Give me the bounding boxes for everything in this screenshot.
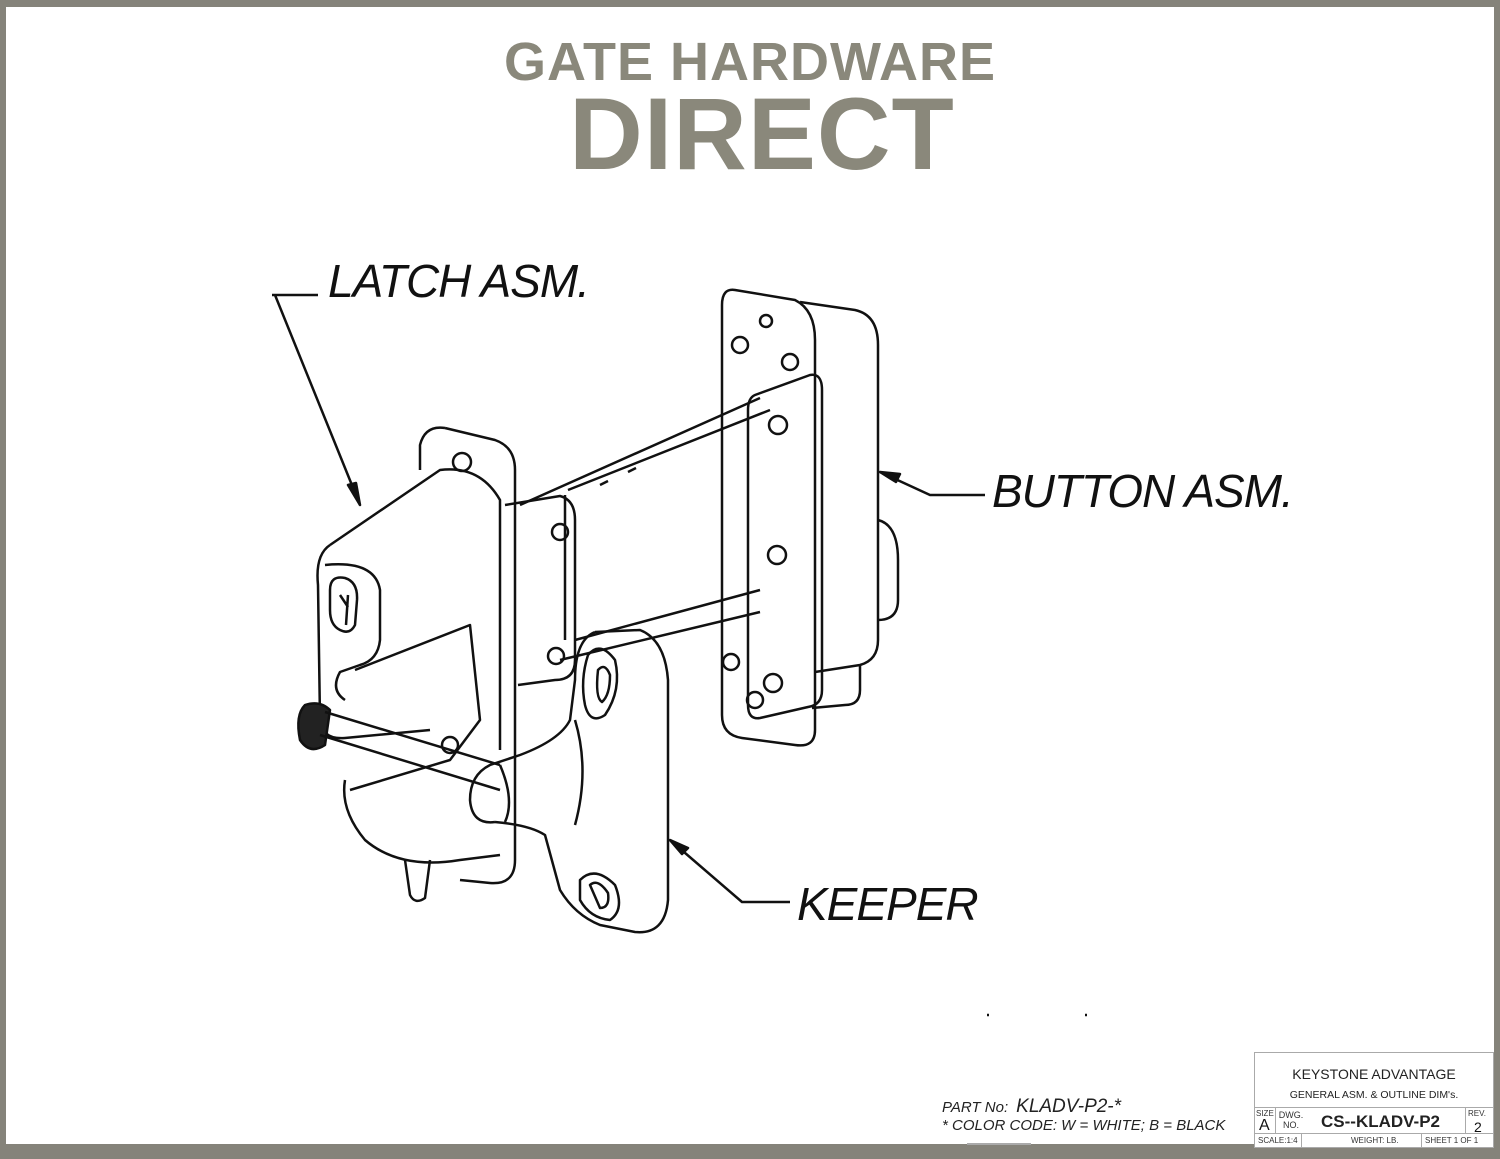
title-block: KEYSTONE ADVANTAGE GENERAL ASM. & OUTLIN… — [1254, 1052, 1494, 1148]
scale: SCALE:1:4 — [1258, 1136, 1298, 1145]
divider — [967, 1143, 1031, 1145]
color-code-note: * COLOR CODE: W = WHITE; B = BLACK — [942, 1117, 1226, 1134]
drawing-sheet — [6, 7, 1494, 1144]
callout-button-assembly: BUTTON ASM. — [992, 465, 1294, 517]
part-number-label: PART No: — [942, 1099, 1009, 1116]
callout-keeper: KEEPER — [797, 878, 979, 930]
leader-lines — [272, 293, 985, 904]
latch-assembly — [297, 426, 577, 903]
title-block-title: KEYSTONE ADVANTAGE — [1292, 1066, 1456, 1082]
rev-label: REV. — [1468, 1109, 1486, 1118]
size-label: SIZE — [1256, 1109, 1274, 1118]
connecting-plate — [519, 396, 771, 662]
sheet-number: SHEET 1 OF 1 — [1425, 1136, 1479, 1145]
part-number-note: PART No: KLADV-P2-* — [942, 1096, 1121, 1118]
callout-latch-assembly: LATCH ASM. — [328, 255, 590, 307]
weight: WEIGHT: LB. — [1351, 1136, 1399, 1145]
drawing-number: CS--KLADV-P2 — [1321, 1112, 1441, 1131]
title-block-subtitle: GENERAL ASM. & OUTLINE DIM's. — [1289, 1089, 1459, 1101]
size-value: A — [1259, 1117, 1270, 1134]
keeper — [468, 628, 670, 934]
button-assembly — [720, 288, 900, 747]
dwg-no-label: DWG. NO. — [1278, 1110, 1304, 1130]
brand-logo-line2: DIRECT — [569, 77, 955, 191]
revision: 2 — [1474, 1119, 1482, 1135]
brand-logo-line1: GATE HARDWARE — [504, 32, 996, 92]
part-number: KLADV-P2-* — [1016, 1096, 1122, 1117]
